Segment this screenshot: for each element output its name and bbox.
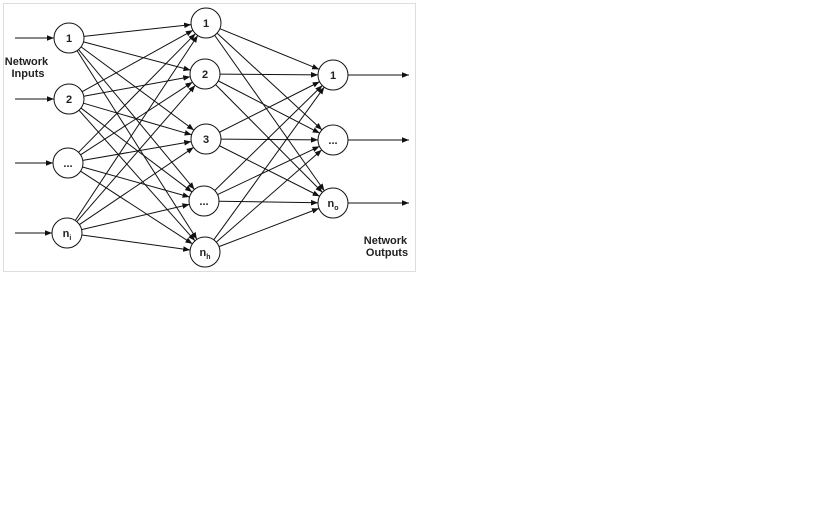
- diagram-frame: [3, 3, 416, 272]
- connection-edge: [215, 84, 323, 193]
- connection-edge: [80, 46, 195, 131]
- connection-edge: [74, 35, 199, 221]
- connection-edge: [215, 149, 323, 243]
- connection-edge: [83, 41, 191, 72]
- connection-edge: [219, 145, 320, 197]
- network-inputs-label: Network Inputs: [5, 56, 51, 80]
- connection-edge: [78, 33, 196, 153]
- node-label: ...: [63, 158, 72, 170]
- node-circle: [190, 123, 222, 155]
- connection-edge: [219, 72, 319, 78]
- node-label: 1: [203, 18, 209, 30]
- node-label: 1: [66, 33, 72, 45]
- connection-edge: [218, 207, 320, 248]
- connection-edge: [83, 22, 192, 37]
- connection-edge: [76, 85, 196, 222]
- node-label: 3: [203, 134, 209, 146]
- node-label: ...: [328, 135, 337, 147]
- node-label: nh: [199, 247, 210, 261]
- connection-edge: [81, 234, 191, 252]
- connection-edge: [83, 102, 192, 136]
- connection-edge: [82, 140, 192, 161]
- connection-edge: [220, 137, 319, 143]
- node-circle: [189, 236, 221, 268]
- node-circle: [189, 58, 221, 90]
- connection-edge: [80, 170, 193, 245]
- connection-edge: [219, 81, 320, 133]
- connection-edge: [78, 109, 196, 242]
- connection-edge: [214, 85, 323, 191]
- node-circle: [188, 185, 220, 217]
- hidden-node: ...: [188, 185, 220, 217]
- node-circle: [51, 217, 83, 249]
- connection-edge: [213, 86, 325, 241]
- node-label: 2: [202, 69, 208, 81]
- connection-edge: [83, 75, 191, 97]
- input-node: ni: [51, 217, 83, 249]
- hidden-node: 3: [190, 123, 222, 155]
- connection-edge: [214, 34, 325, 192]
- output-node: ...: [317, 124, 349, 156]
- node-circle: [52, 147, 84, 179]
- connection-edge: [78, 49, 195, 190]
- node-circle: [53, 22, 85, 54]
- connection-edge: [81, 203, 190, 231]
- node-label: ...: [199, 196, 208, 208]
- node-label: ni: [63, 228, 72, 242]
- connection-edge: [218, 199, 319, 206]
- hidden-node: 1: [190, 7, 222, 39]
- connection-edge: [216, 32, 323, 131]
- connection-edge: [82, 166, 190, 198]
- node-circle: [190, 7, 222, 39]
- input-node: ...: [52, 147, 84, 179]
- connection-edge: [79, 146, 194, 226]
- connection-edge: [80, 107, 193, 193]
- node-circle: [53, 83, 85, 115]
- node-label: 1: [330, 70, 336, 82]
- connection-edge: [80, 81, 193, 156]
- output-node: no: [317, 187, 349, 219]
- output-node: 1: [317, 59, 349, 91]
- connection-edge: [81, 29, 194, 93]
- node-circle: [317, 124, 349, 156]
- connection-edge: [217, 145, 320, 196]
- connection-edge: [76, 50, 198, 240]
- hidden-node: nh: [189, 236, 221, 268]
- input-node: 1: [53, 22, 85, 54]
- node-label: 2: [66, 94, 72, 106]
- hidden-node: 2: [189, 58, 221, 90]
- input-node: 2: [53, 83, 85, 115]
- connection-edge: [219, 28, 320, 70]
- node-circle: [317, 59, 349, 91]
- network-outputs-label: Network Outputs: [364, 235, 410, 259]
- node-circle: [317, 187, 349, 219]
- node-label: no: [327, 198, 338, 212]
